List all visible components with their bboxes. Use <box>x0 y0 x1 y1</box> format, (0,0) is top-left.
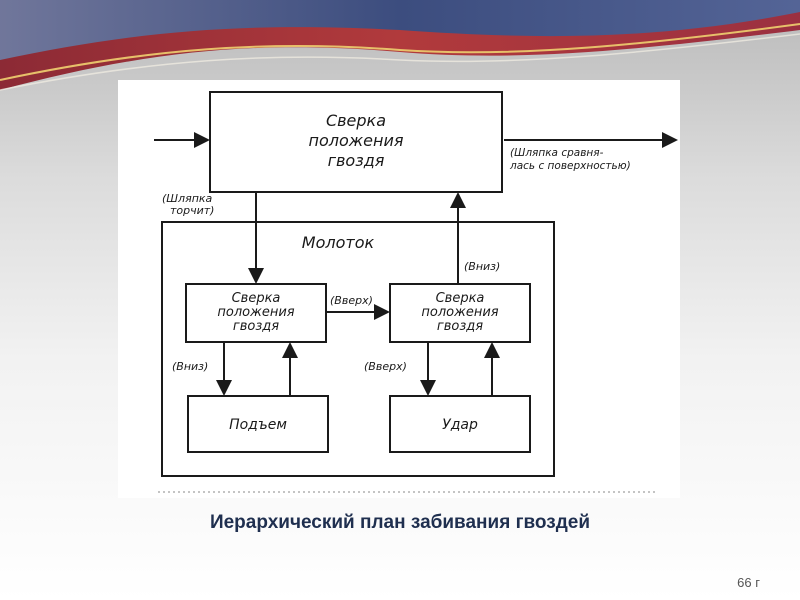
decorative-banner <box>0 0 800 91</box>
top-check-box <box>209 91 503 193</box>
left-test-line-1: Сверка <box>232 291 281 306</box>
output-label-line-1: (Шляпка сравня- <box>510 147 604 159</box>
top-check-line-3: гвоздя <box>328 151 385 170</box>
top-check-line-2: положения <box>308 131 403 150</box>
up-label-left: (Вверх) <box>364 360 407 373</box>
slide-caption: Иерархический план забивания гвоздей <box>209 512 591 533</box>
hat-sticks-label-line-1: (Шляпка <box>162 192 213 205</box>
hat-sticks-label-line-2: торчит) <box>170 204 214 217</box>
hammer-box <box>161 221 555 477</box>
strike-label: Удар <box>442 417 478 433</box>
hammer-title: Молоток <box>302 233 375 252</box>
diagram-canvas: Сверка положения гвоздя (Шляпка сравня- … <box>154 91 678 493</box>
hierarchy-diagram: Сверка положения гвоздя (Шляпка сравня- … <box>118 80 680 498</box>
page-number: 66 г <box>737 575 760 590</box>
down-label-right: (Вниз) <box>464 260 500 273</box>
output-label-line-2: лась с поверхностью) <box>509 160 631 172</box>
up-label-middle: (Вверх) <box>330 294 373 307</box>
right-test-line-2: положения <box>421 305 498 320</box>
lift-label: Подъем <box>229 417 287 433</box>
right-test-box <box>389 283 531 343</box>
right-test-line-1: Сверка <box>436 291 485 306</box>
right-test-line-3: гвоздя <box>437 319 483 334</box>
lift-box <box>187 395 329 453</box>
strike-box <box>389 395 531 453</box>
top-check-line-1: Сверка <box>326 111 386 130</box>
left-test-line-3: гвоздя <box>233 319 279 334</box>
left-test-line-2: положения <box>217 305 294 320</box>
down-label-left: (Вниз) <box>172 360 208 373</box>
